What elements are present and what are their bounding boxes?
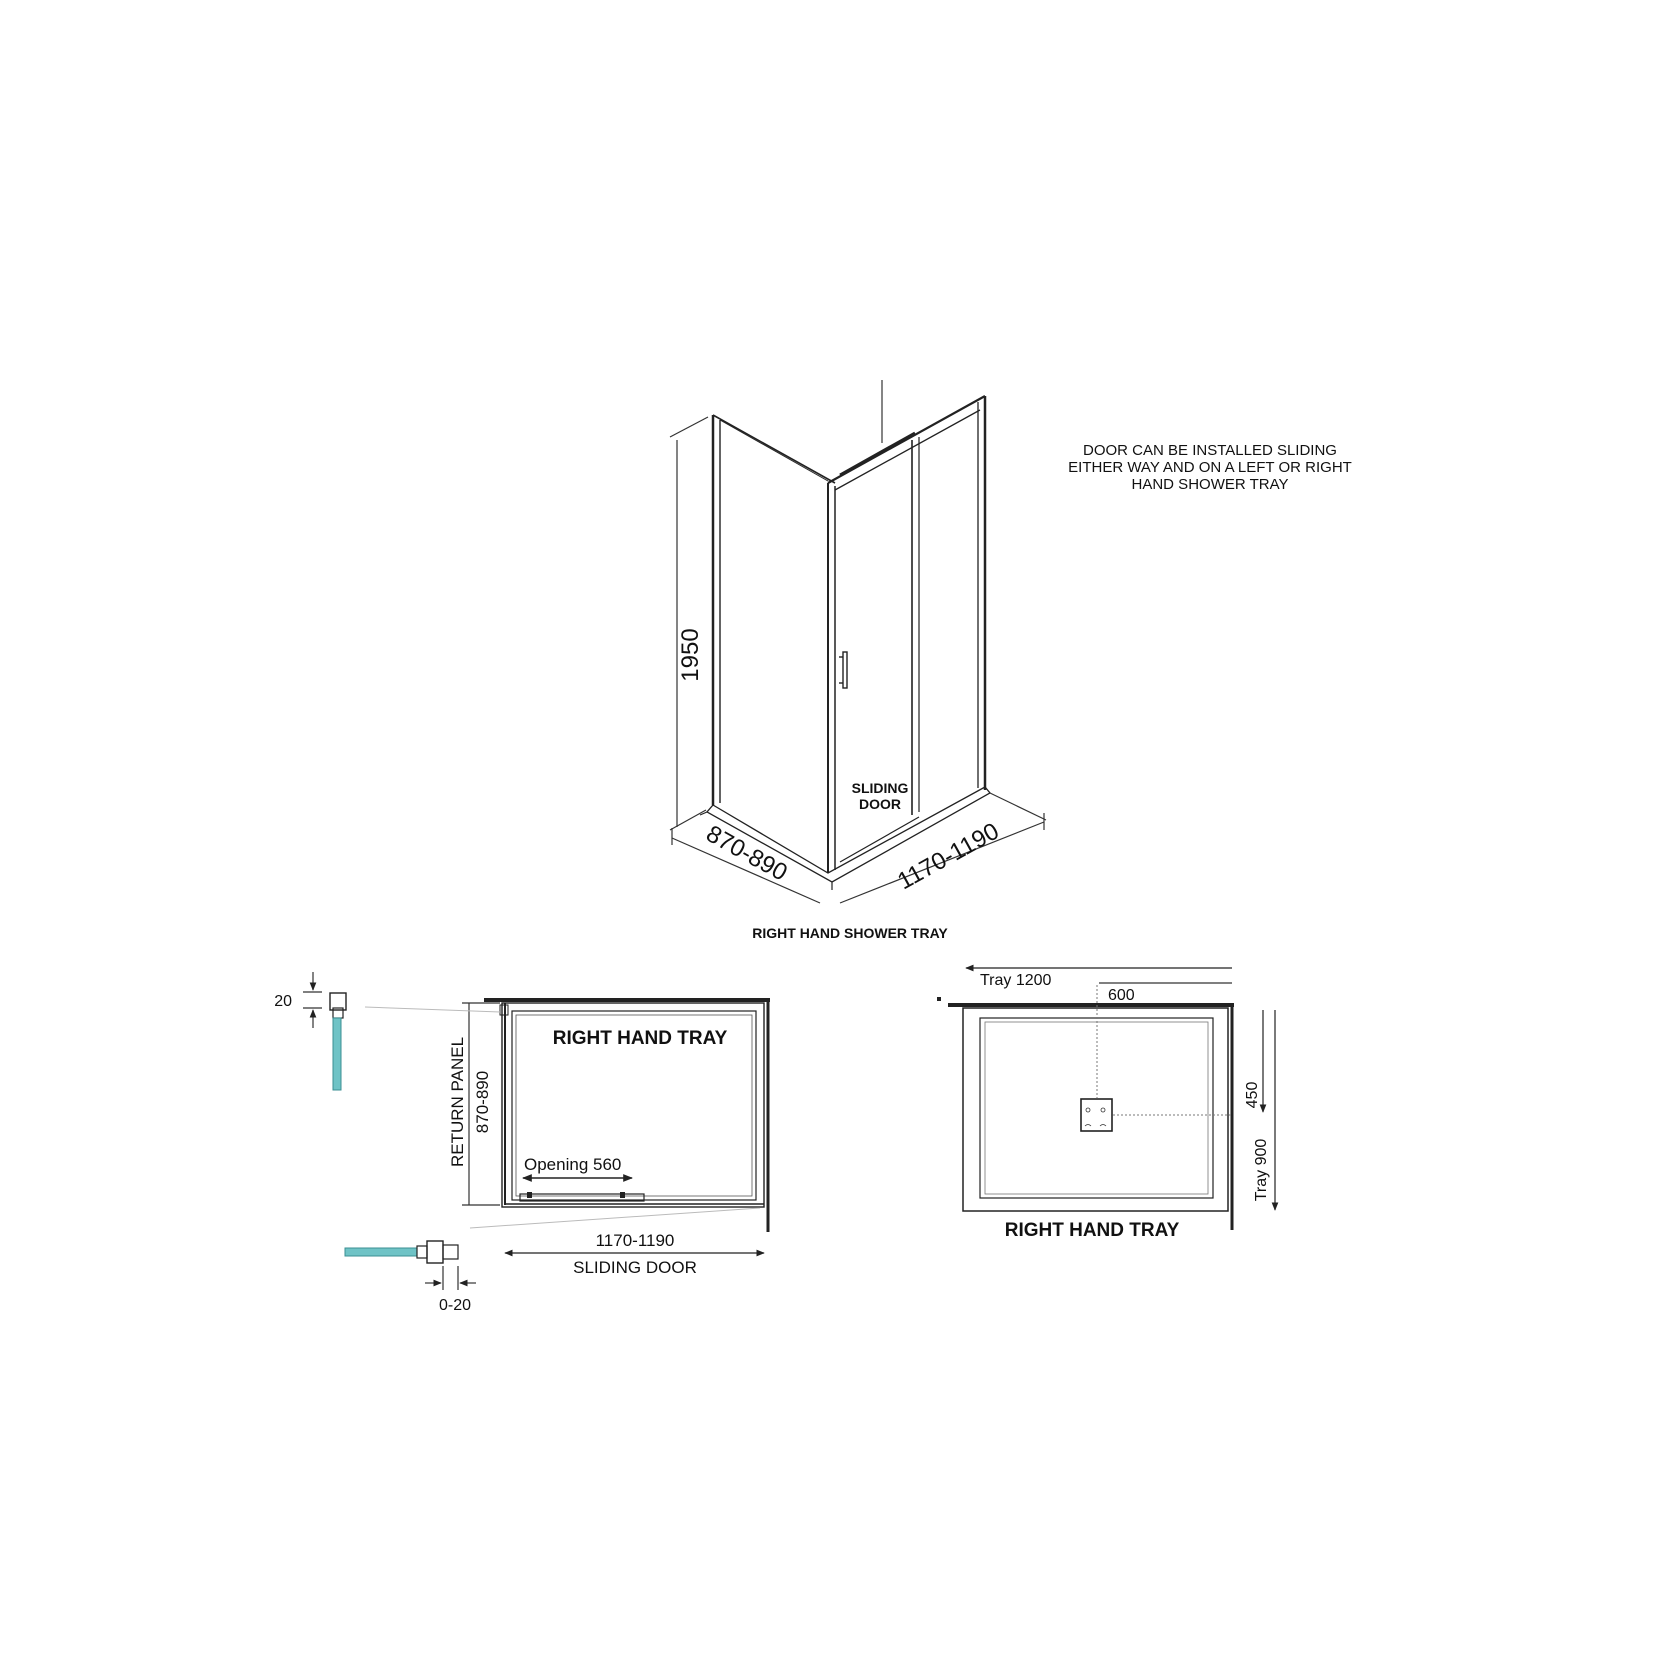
wall-adjust-detail-bottom: 0-20 <box>344 1240 476 1314</box>
plan-width-dim: 1170-1190 <box>596 1231 675 1250</box>
plan-sliding-door <box>505 1192 764 1205</box>
waste-icon <box>1080 1098 1113 1132</box>
note-line-2: EITHER WAY AND ON A LEFT OR RIGHT <box>1068 459 1352 476</box>
return-panel-label: RETURN PANEL <box>448 1037 467 1167</box>
installation-note: DOOR CAN BE INSTALLED SLIDING EITHER WAY… <box>1068 442 1352 493</box>
iso-caption: RIGHT HAND SHOWER TRAY <box>752 925 948 941</box>
height-dimension: 1950 <box>669 416 709 831</box>
width-value: 1170-1190 <box>893 818 1003 896</box>
note-line-3: HAND SHOWER TRAY <box>1132 476 1289 493</box>
tray-half-width-dim: 450 <box>1244 1082 1261 1109</box>
return-panel <box>711 414 836 805</box>
sliding-door-label-2: DOOR <box>859 796 901 812</box>
front-frame <box>827 395 987 790</box>
plan-tray-outline <box>501 1002 765 1208</box>
opening-label: Opening 560 <box>524 1155 621 1174</box>
plan-door-label: SLIDING DOOR <box>573 1258 697 1277</box>
height-value: 1950 <box>677 628 704 681</box>
wall-adjust-top-value: 20 <box>274 993 292 1010</box>
tray-view-label: RIGHT HAND TRAY <box>1005 1220 1180 1241</box>
tray-outline <box>962 1007 1229 1212</box>
depth-value: 870-890 <box>702 820 792 886</box>
plan-tray-label: RIGHT HAND TRAY <box>553 1028 728 1049</box>
tray-view: Tray 1200 600 450 Tray 900 RIGHT HAND TR… <box>937 964 1279 1241</box>
return-panel-dim: 870-890 <box>473 1071 492 1133</box>
door-handle <box>839 651 848 689</box>
tray-length-dim: Tray 1200 <box>980 972 1052 989</box>
wall-adjust-detail-top: 20 <box>274 972 347 1091</box>
depth-dimension: 870-890 <box>671 820 821 904</box>
tray-width-dim: Tray 900 <box>1253 1139 1270 1202</box>
sliding-door-label-1: SLIDING <box>852 780 909 796</box>
plan-view: RIGHT HAND TRAY Opening 560 RETURN PANEL… <box>274 972 770 1314</box>
isometric-view: 1950 870-890 1170-1190 SLIDING DOOR RIGH… <box>669 380 1047 941</box>
note-line-1: DOOR CAN BE INSTALLED SLIDING <box>1083 442 1337 459</box>
tray-half-length-dim: 600 <box>1108 987 1135 1004</box>
sliding-door-panel <box>839 437 920 863</box>
wall-adjust-bottom-value: 0-20 <box>439 1297 471 1314</box>
